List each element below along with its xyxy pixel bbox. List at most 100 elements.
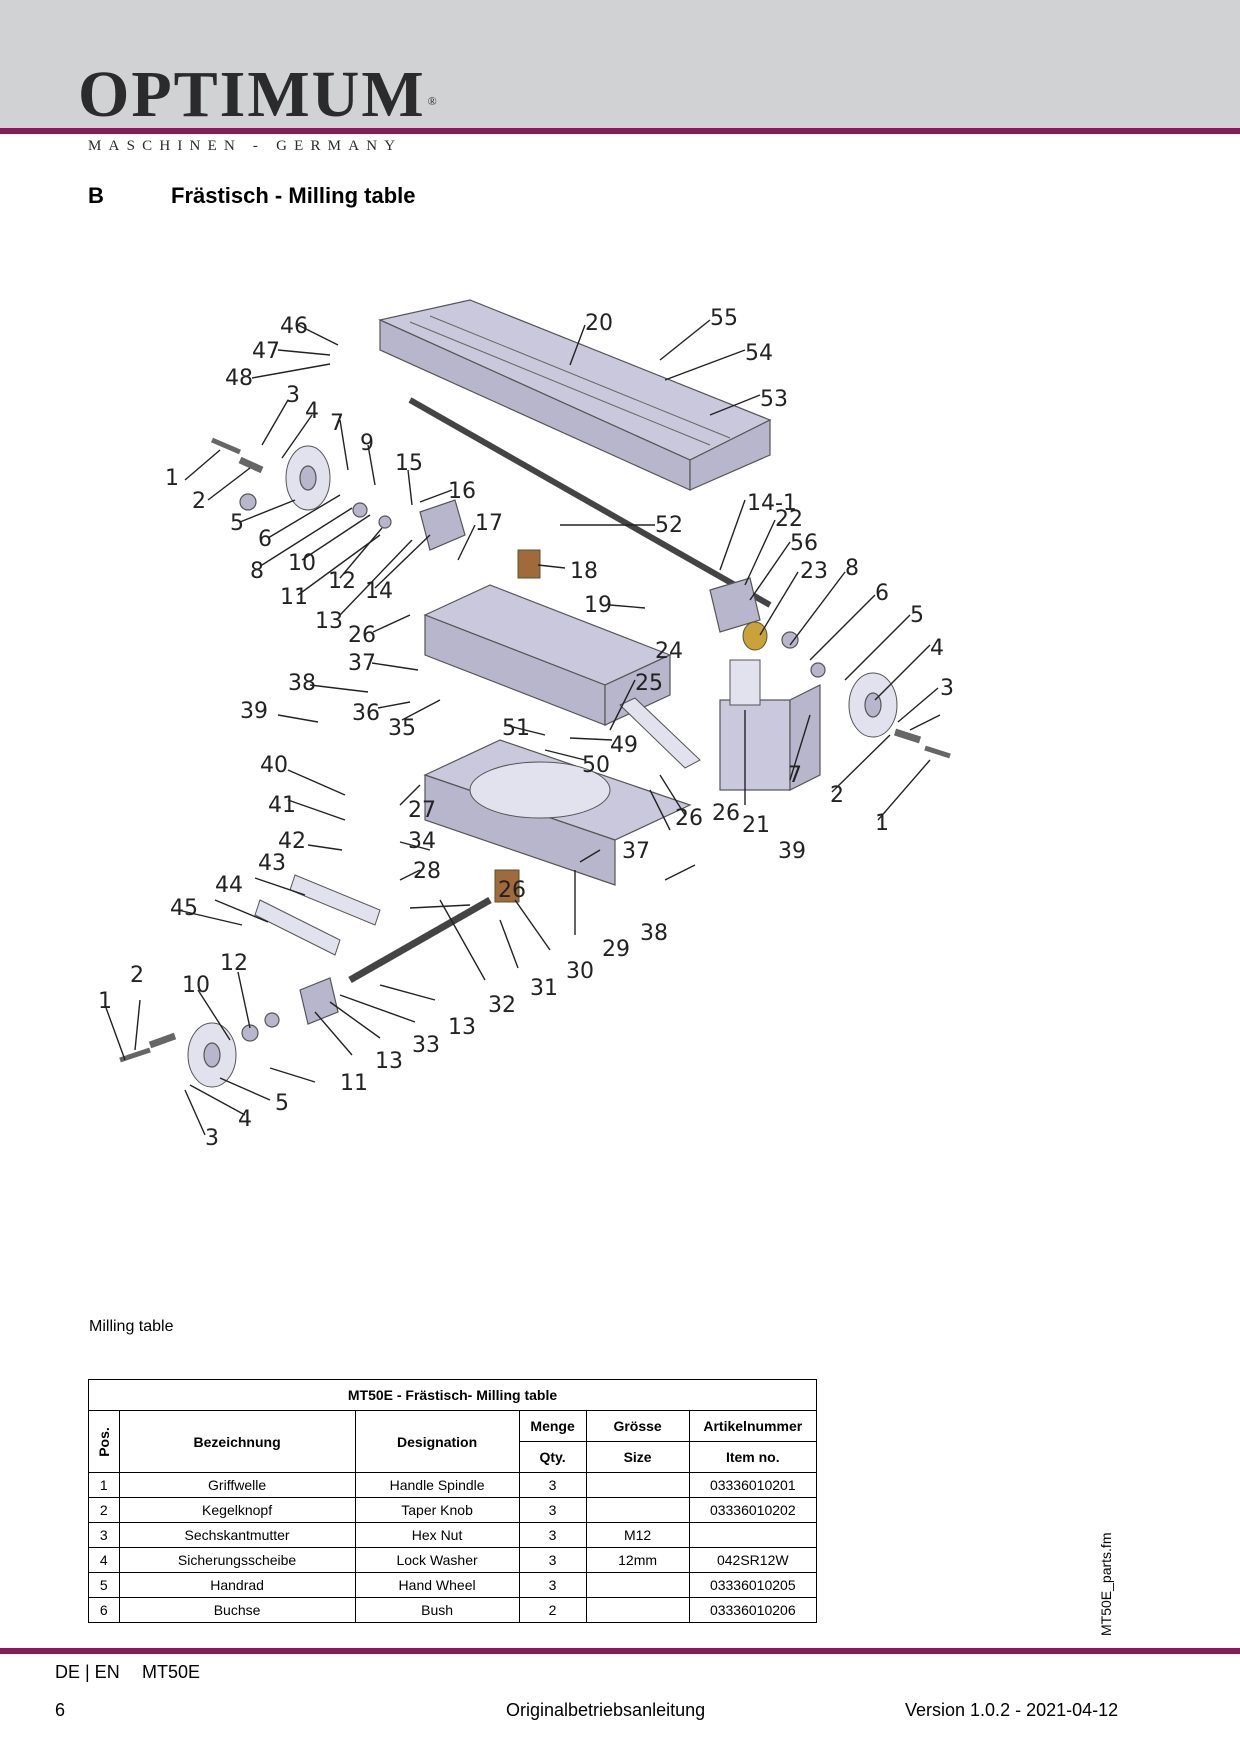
callout-label: 3 bbox=[940, 676, 954, 701]
callout-label: 1 bbox=[165, 466, 179, 491]
table-row: 1 Griffwelle Handle Spindle 3 0333601020… bbox=[88, 1472, 818, 1498]
cell-qty: 3 bbox=[518, 1522, 587, 1548]
callout-label: 5 bbox=[910, 603, 924, 628]
callout-label: 49 bbox=[610, 733, 638, 758]
callout-label: 48 bbox=[225, 366, 253, 391]
cell-bezeichnung: Handrad bbox=[118, 1572, 356, 1598]
col-item-no: Item no. bbox=[688, 1441, 818, 1473]
cell-pos: 2 bbox=[88, 1497, 120, 1523]
feed-nut-lower bbox=[494, 869, 520, 903]
callout-label: 12 bbox=[220, 951, 248, 976]
callout-label: 44 bbox=[215, 873, 243, 898]
callout-label: 54 bbox=[745, 341, 773, 366]
cell-item: 042SR12W bbox=[688, 1547, 818, 1573]
callout-label: 17 bbox=[475, 511, 503, 536]
col-groesse: Grösse bbox=[585, 1410, 690, 1442]
cell-bezeichnung: Kegelknopf bbox=[118, 1497, 356, 1523]
callout-label: 38 bbox=[288, 671, 316, 696]
footer-version: Version 1.0.2 - 2021-04-12 bbox=[905, 1700, 1119, 1720]
callout-label: 39 bbox=[240, 699, 268, 724]
table-row: 3 Sechskantmutter Hex Nut 3 M12 bbox=[88, 1522, 818, 1548]
callout-label: 53 bbox=[760, 387, 788, 412]
callout-label: 16 bbox=[448, 479, 476, 504]
callout-label: 8 bbox=[250, 559, 264, 584]
callout-label: 32 bbox=[488, 993, 516, 1018]
cell-qty: 3 bbox=[518, 1472, 587, 1498]
callout-label: 30 bbox=[566, 959, 594, 984]
callout-label: 19 bbox=[584, 593, 612, 618]
callout-label: 15 bbox=[395, 451, 423, 476]
optimum-logo: OPTIMUM® bbox=[78, 58, 439, 131]
cell-size bbox=[585, 1572, 690, 1598]
power-feed-gearbox bbox=[719, 659, 821, 791]
callout-label: 35 bbox=[388, 716, 416, 741]
callout-label: 5 bbox=[230, 511, 244, 536]
callout-label: 2 bbox=[192, 489, 206, 514]
swivel-base bbox=[423, 739, 692, 886]
col-size: Size bbox=[585, 1441, 690, 1473]
callout-label: 13 bbox=[448, 1015, 476, 1040]
callout-label: 21 bbox=[742, 813, 770, 838]
callout-label: 36 bbox=[352, 701, 380, 726]
col-bezeichnung: Bezeichnung bbox=[118, 1410, 356, 1473]
col-menge: Menge bbox=[518, 1410, 587, 1442]
cell-pos: 3 bbox=[88, 1522, 120, 1548]
callout-label: 12 bbox=[328, 569, 356, 594]
handwheel-left-lower bbox=[187, 1022, 237, 1088]
table-row: 4 Sicherungsscheibe Lock Washer 3 12mm 0… bbox=[88, 1547, 818, 1573]
cell-item: 03336010206 bbox=[688, 1597, 818, 1623]
page-number: 6 bbox=[55, 1700, 66, 1720]
callout-label: 23 bbox=[800, 559, 828, 584]
col-artikelnummer: Artikelnummer bbox=[688, 1410, 818, 1442]
callout-label: 45 bbox=[170, 896, 198, 921]
gib-strip-44 bbox=[254, 899, 341, 956]
saddle bbox=[423, 584, 672, 726]
header-divider bbox=[0, 128, 1240, 134]
bearing-gold bbox=[742, 621, 768, 651]
cell-pos: 4 bbox=[88, 1547, 120, 1573]
footer-divider bbox=[0, 1648, 1240, 1654]
figure-caption: Milling table bbox=[89, 1318, 174, 1335]
lead-screw bbox=[408, 397, 772, 608]
callout-label: 38 bbox=[640, 921, 668, 946]
footer-document-title: Originalbetriebsanleitung bbox=[506, 1700, 706, 1720]
callout-label: 6 bbox=[258, 527, 272, 552]
callout-label: 39 bbox=[778, 839, 806, 864]
section-letter: B bbox=[88, 183, 104, 208]
callout-label: 2 bbox=[830, 783, 844, 808]
cell-designation: Bush bbox=[354, 1597, 520, 1623]
table-title: MT50E - Frästisch- Milling table bbox=[88, 1379, 817, 1411]
cell-designation: Hand Wheel bbox=[354, 1572, 520, 1598]
cell-size bbox=[585, 1597, 690, 1623]
parts-table: MT50E - Frästisch- Milling table Pos. Be… bbox=[88, 1379, 818, 1623]
cell-size bbox=[585, 1497, 690, 1523]
cell-bezeichnung: Sicherungsscheibe bbox=[118, 1547, 356, 1573]
callout-label: 6 bbox=[875, 581, 889, 606]
callout-label: 56 bbox=[790, 531, 818, 556]
callout-label: 52 bbox=[655, 513, 683, 538]
cell-item: 03336010202 bbox=[688, 1497, 818, 1523]
callout-label: 22 bbox=[775, 507, 803, 532]
callout-label: 4 bbox=[238, 1107, 252, 1132]
callout-label: 51 bbox=[502, 716, 530, 741]
callout-label: 31 bbox=[530, 976, 558, 1001]
callout-label: 43 bbox=[258, 851, 286, 876]
exploded-parts-diagram: 46 47 48 3 4 7 9 15 16 20 55 54 53 1 2 5… bbox=[98, 299, 954, 1151]
callout-label: 29 bbox=[602, 937, 630, 962]
callout-label: 37 bbox=[622, 839, 650, 864]
footer-model: MT50E bbox=[142, 1662, 201, 1682]
callout-label: 18 bbox=[570, 559, 598, 584]
callout-label: 14 bbox=[365, 579, 393, 604]
callout-label: 7 bbox=[330, 411, 344, 436]
callout-label: 9 bbox=[360, 431, 374, 456]
bearing-bracket-33 bbox=[299, 977, 339, 1025]
callout-label: 26 bbox=[348, 623, 376, 648]
callout-label: 50 bbox=[582, 753, 610, 778]
cell-qty: 3 bbox=[518, 1572, 587, 1598]
feed-nut-upper bbox=[517, 549, 541, 579]
callout-label: 24 bbox=[655, 639, 683, 664]
cell-bezeichnung: Sechskantmutter bbox=[118, 1522, 356, 1548]
handwheel-right bbox=[848, 672, 898, 738]
bearing-bracket-14 bbox=[419, 499, 466, 551]
callout-label: 55 bbox=[710, 306, 738, 331]
